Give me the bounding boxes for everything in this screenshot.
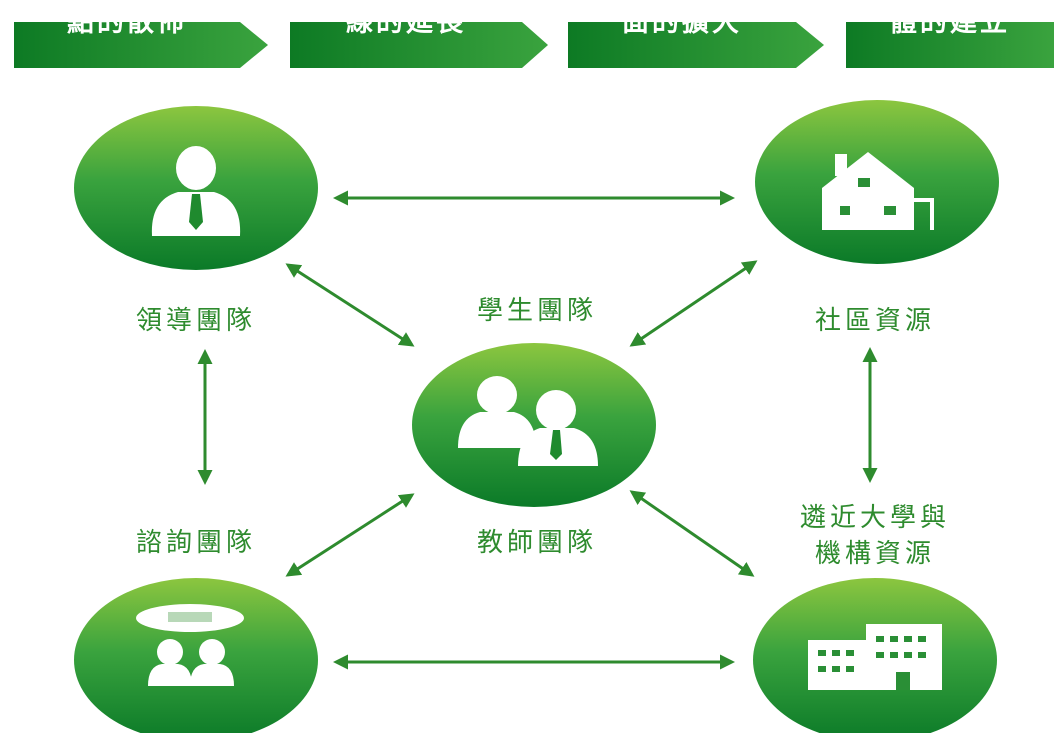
step-banner-4 (846, 22, 1054, 68)
university-label: 遴近大學與 機構資源 (760, 500, 990, 572)
step-banner-1 (14, 22, 268, 68)
consulting-circle (74, 578, 318, 733)
step-label-4: 體的建立 (890, 7, 1010, 38)
step-banner-3 (568, 22, 824, 68)
building-icon (808, 624, 942, 690)
leadership-label: 領導團隊 (135, 306, 256, 336)
arrow-leadership-teachers (285, 263, 415, 347)
arrow-community-teachers (629, 260, 758, 347)
arrow-university-teachers (629, 490, 755, 577)
consulting-icon (136, 604, 244, 686)
consulting-label: 諮詢團隊 (135, 528, 256, 558)
teachers-icon (458, 376, 598, 466)
step-banner-2 (290, 22, 548, 68)
house-icon (822, 152, 934, 230)
community-label: 社區資源 (814, 306, 935, 336)
teachers-label: 教師團隊 (476, 528, 597, 558)
step-label-2: 線的延長 (346, 7, 466, 38)
step-label-3: 面的擴大 (622, 7, 742, 38)
students-label: 學生團隊 (476, 296, 597, 326)
teachers-circle (412, 343, 656, 507)
leader-icon (151, 146, 241, 236)
university-label-line2: 機構資源 (814, 539, 935, 569)
step-label-1: 點的散佈 (67, 7, 187, 38)
arrow-consulting-teachers (285, 493, 415, 577)
university-label-line1: 遴近大學與 (799, 503, 950, 533)
